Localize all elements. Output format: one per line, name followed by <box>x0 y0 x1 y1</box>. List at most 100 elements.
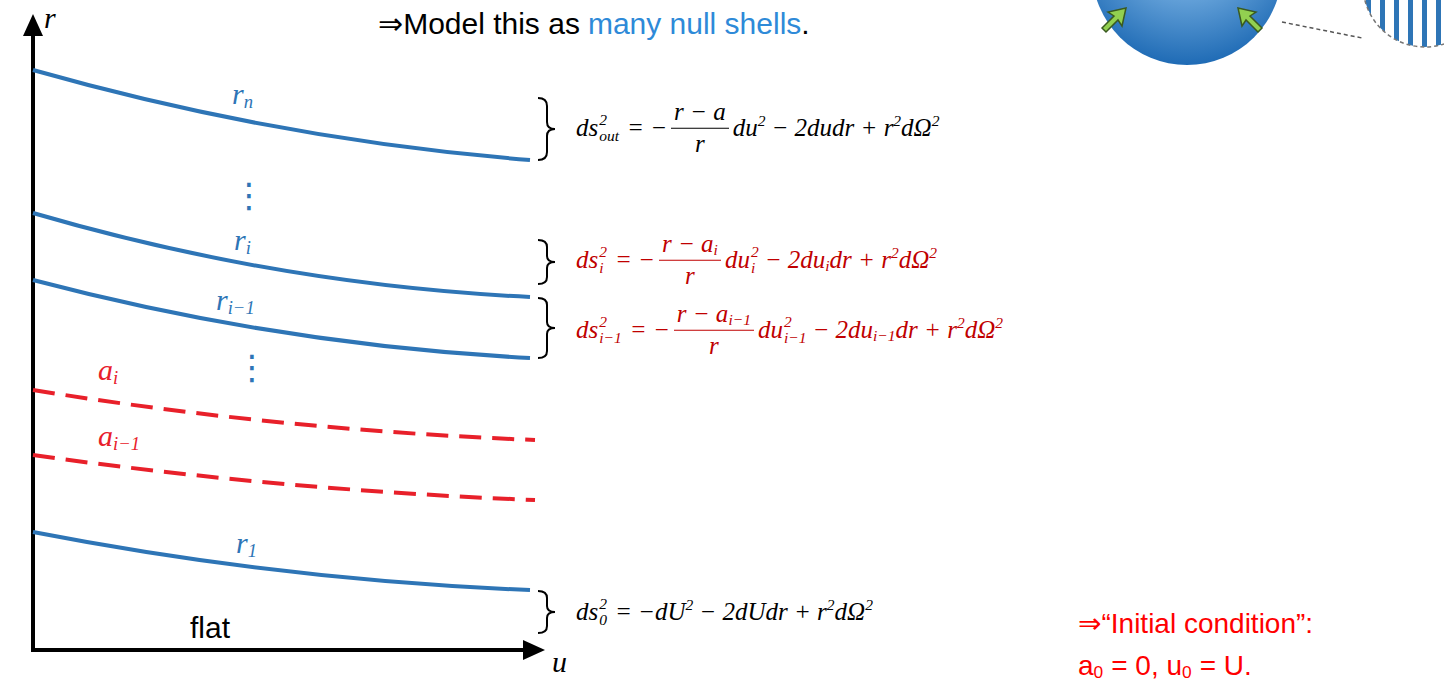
mass-label: ai <box>98 353 118 388</box>
math-text: ds <box>576 114 598 143</box>
math-text: dΩ <box>901 114 932 143</box>
math-text: du <box>733 114 758 143</box>
denominator: r <box>692 129 708 159</box>
numerator: r − ai−1 <box>674 300 754 331</box>
superscript: 2 <box>599 112 619 128</box>
math-text: − 2dudr + r <box>771 114 893 143</box>
numerator: r − ai <box>659 230 721 261</box>
subscript: i <box>751 260 759 276</box>
index-stack: 2i−1 <box>599 314 622 347</box>
math-text: r − a <box>662 230 714 259</box>
shell-label: ri <box>234 223 251 258</box>
math-text: dr + r <box>830 246 891 275</box>
subscript: i <box>599 260 607 276</box>
math-text: r <box>236 526 248 561</box>
zoom-line <box>1282 22 1362 38</box>
math-text: = −dU <box>615 598 686 627</box>
subscript: i−1 <box>873 327 896 345</box>
math-text: dΩ <box>965 316 996 345</box>
metric-equation: ds2out= −r − ardu2− 2dudr + r2dΩ2 <box>576 98 939 159</box>
mass-lines <box>33 390 535 500</box>
superscript: 2 <box>686 596 694 614</box>
brackets <box>538 98 555 633</box>
initial-condition: a0= 0, u0= U. <box>1078 650 1252 682</box>
math-text: dΩ <box>835 598 866 627</box>
math-text: r − a <box>677 300 729 329</box>
superscript: 2 <box>599 244 607 260</box>
math-text: r − a <box>674 98 726 127</box>
subscript: i−1 <box>728 311 751 329</box>
math-text: du <box>758 316 783 345</box>
math-text: ds <box>576 598 598 627</box>
null-shells <box>33 70 530 590</box>
fraction: r − a r <box>671 98 729 159</box>
subscript: i−1 <box>228 296 255 317</box>
superscript: 2 <box>995 314 1003 332</box>
initial-condition: ⇒“Initial condition”: <box>1078 608 1313 640</box>
index-stack: 2i <box>751 244 759 277</box>
axis-label: r <box>44 1 56 36</box>
math-text: − 2dUdr + r <box>699 598 827 627</box>
shell-label: r1 <box>236 526 257 561</box>
subscript: i <box>714 241 718 259</box>
shell-stripes <box>1360 0 1444 50</box>
math-text: . <box>801 7 809 42</box>
math-text: = − <box>615 246 655 275</box>
math-text: ds <box>576 316 598 345</box>
superscript: 2 <box>751 244 759 260</box>
superscript: 2 <box>784 314 807 330</box>
math-text: a <box>98 419 113 454</box>
math-text: u <box>552 645 567 680</box>
math-text: ⋮ <box>232 176 266 215</box>
math-text: = U. <box>1200 650 1252 682</box>
math-text: a <box>98 353 113 388</box>
subscript: i <box>113 366 118 387</box>
math-text: ⋮ <box>235 348 269 387</box>
subscript: 0 <box>599 612 607 628</box>
axis-label: u <box>552 645 567 680</box>
subscript: i−1 <box>113 432 140 453</box>
math-text: r <box>234 223 246 258</box>
math-text: ⇒Model this as <box>378 7 580 42</box>
superscript: 2 <box>932 112 940 130</box>
fraction: r − ai−1r <box>674 300 754 361</box>
index-stack: 20 <box>599 596 607 629</box>
shell-label: ri−1 <box>216 283 255 318</box>
math-text: many null shells <box>588 7 801 42</box>
region-label: flat <box>190 611 230 646</box>
math-text: dΩ <box>899 246 930 275</box>
sphere <box>1092 0 1282 65</box>
superscript: 2 <box>929 244 937 262</box>
u-axis <box>31 648 525 652</box>
shell-label: rn <box>232 77 253 112</box>
superscript: 2 <box>865 596 873 614</box>
r-axis <box>31 30 35 650</box>
math-text: r <box>709 332 719 361</box>
math-text: r <box>232 77 244 112</box>
math-text: dr + r <box>896 316 957 345</box>
math-text: r <box>695 130 705 159</box>
index-stack: 2i <box>599 244 607 277</box>
math-text: = − <box>630 316 670 345</box>
metric-equation: ds20= −dU2− 2dUdr + r2dΩ2 <box>576 596 873 629</box>
math-text: flat <box>190 611 230 646</box>
math-text: r <box>44 1 56 36</box>
superscript: 2 <box>758 112 766 130</box>
ellipsis: ⋮ <box>235 348 269 387</box>
subscript: i−1 <box>599 330 622 346</box>
superscript: 2 <box>599 596 607 612</box>
superscript: 2 <box>827 596 835 614</box>
math-text: du <box>725 246 750 275</box>
math-text: a <box>1078 650 1094 682</box>
subscript: 0 <box>1094 663 1104 683</box>
math-text: r <box>216 283 228 318</box>
slide-heading: ⇒Model this asmany null shells. <box>378 7 810 42</box>
math-text: = 0, u <box>1111 650 1182 682</box>
denominator: r <box>682 261 698 291</box>
subscript: i−1 <box>784 330 807 346</box>
metric-equation: ds2i= −r − airdu2i− 2duidr + r2dΩ2 <box>576 230 937 291</box>
math-text: = − <box>627 114 667 143</box>
subscript: i <box>825 257 829 275</box>
superscript: 2 <box>891 244 899 262</box>
